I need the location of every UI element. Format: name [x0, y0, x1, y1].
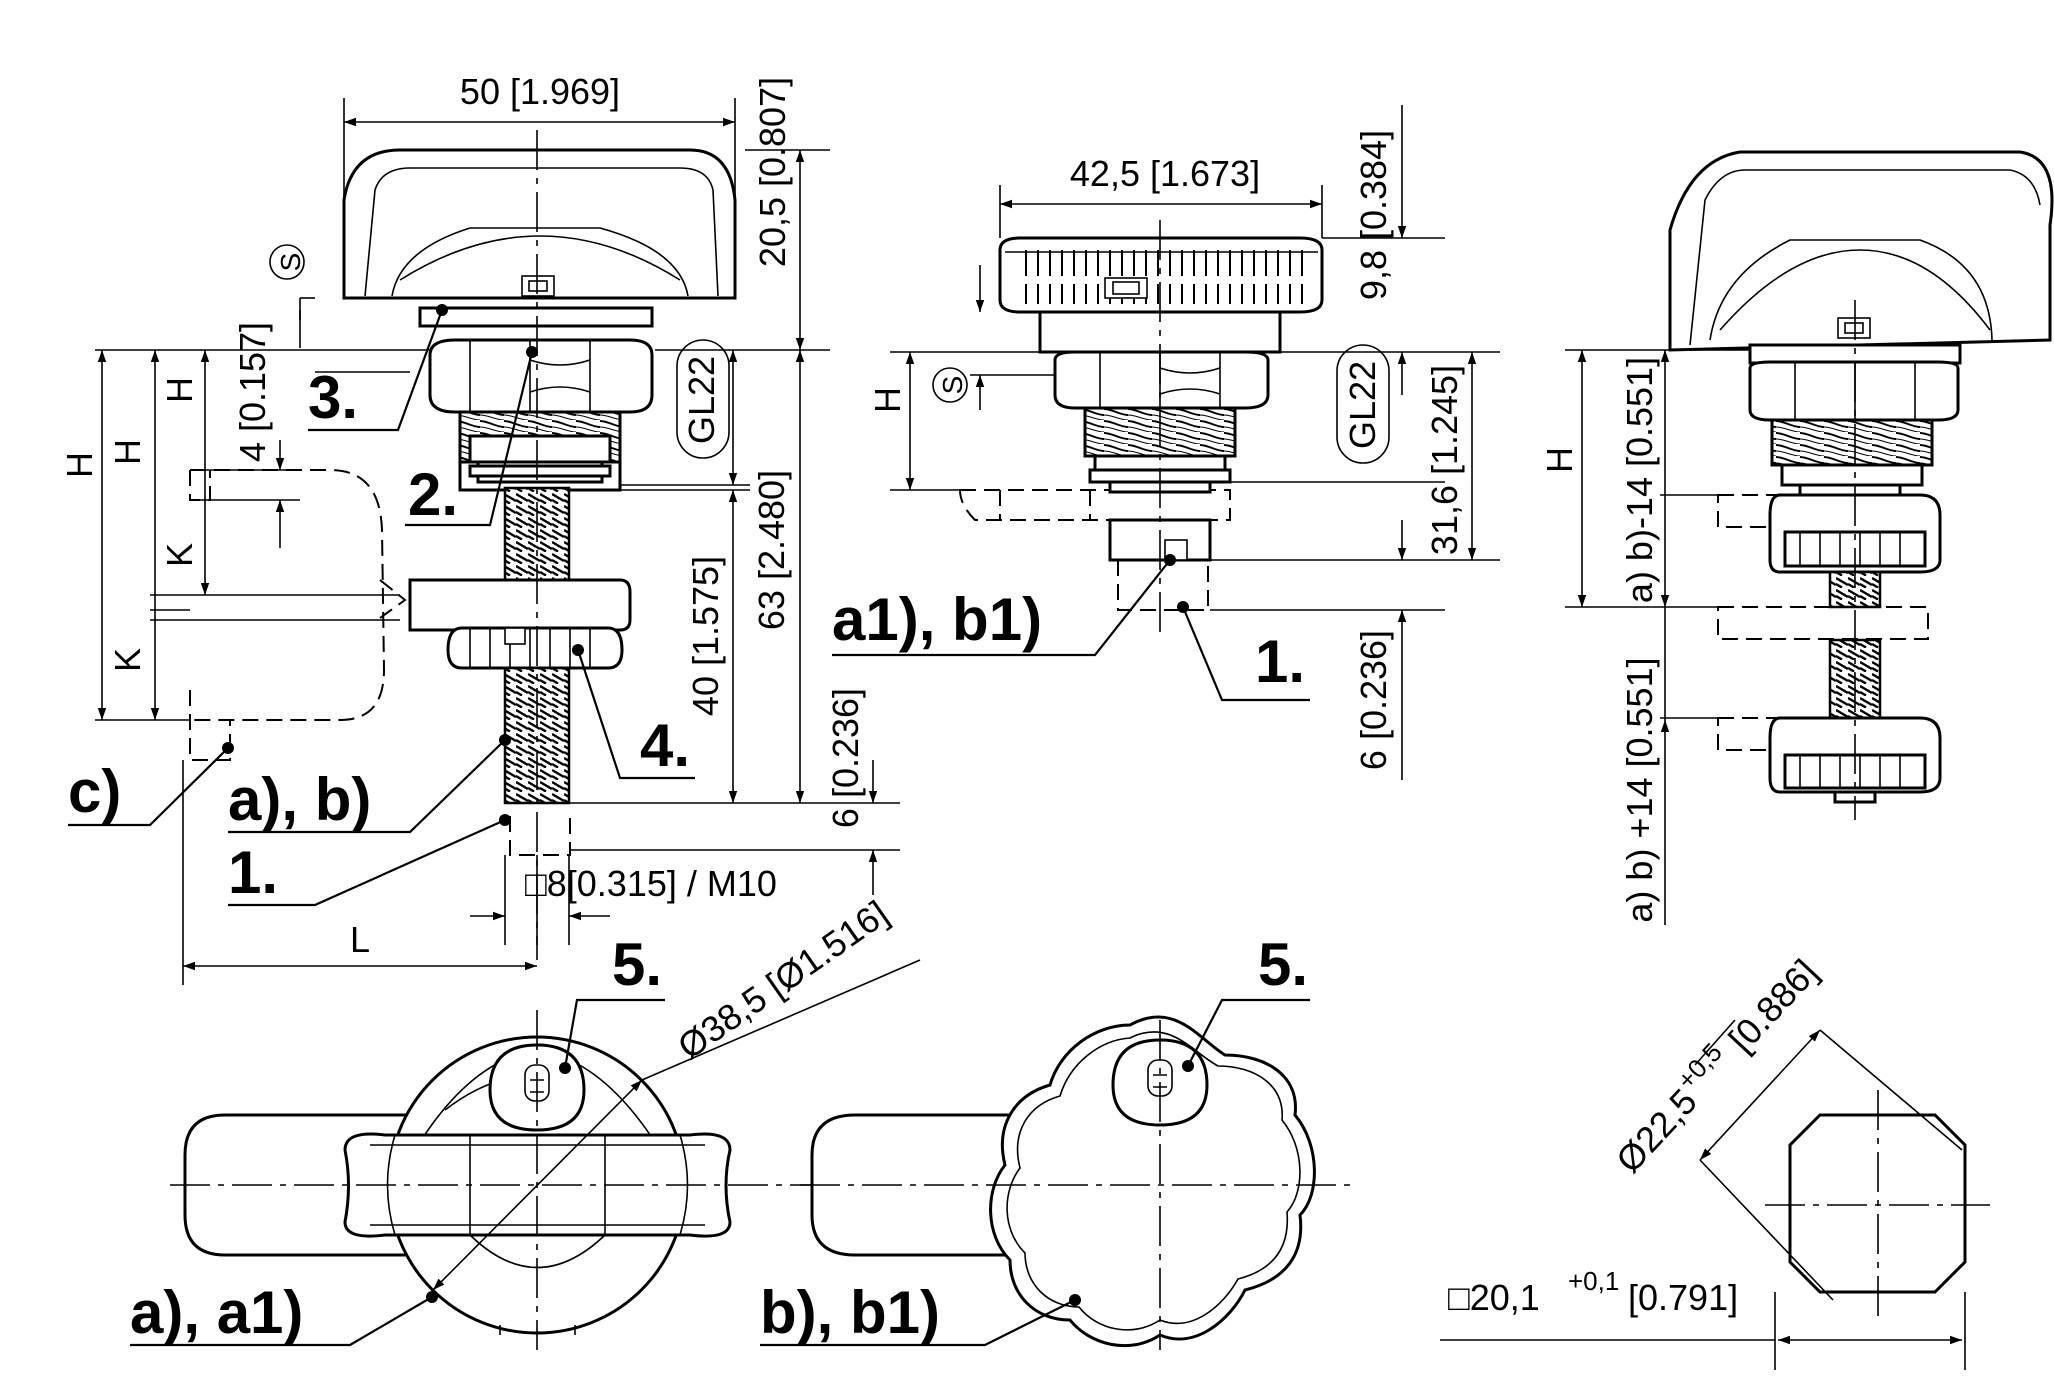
- side-view-wing-handle: [189, 130, 737, 960]
- dim-width-42-5: 42,5 [1.673]: [1070, 153, 1260, 194]
- dim-l: L: [350, 919, 370, 960]
- dim-thirty-one-6: 31,6 [1.245]: [1424, 365, 1465, 555]
- dim-h-middle-view: H: [867, 387, 908, 413]
- dim-square-20-1-in: [0.791]: [1628, 1277, 1738, 1318]
- dim-s-symbol-middle: S: [937, 376, 968, 395]
- dim-k-inner: K: [159, 543, 200, 567]
- dim-square-20-1-tol: +0,1: [1568, 1266, 1619, 1296]
- dim-gl22-middle: GL22: [1342, 361, 1383, 449]
- dim-diameter-22-5-in: [0.886]: [1720, 951, 1825, 1059]
- dim-six-middle: 6 [0.236]: [1353, 630, 1394, 770]
- top-view-star: [800, 1015, 1350, 1350]
- dim-sixty-three: 63 [2.480]: [751, 470, 792, 630]
- callout-two: 2.: [408, 461, 458, 528]
- callout-three: 3.: [308, 364, 358, 431]
- dim-square-m10: □8[0.315] / M10: [525, 863, 777, 904]
- callout-five-left: 5.: [612, 931, 662, 998]
- dim-four: 4 [0.157]: [232, 322, 273, 462]
- dim-diameter-38-5: Ø38,5 [Ø1.516]: [670, 892, 895, 1067]
- callout-four: 4.: [640, 712, 690, 779]
- dim-gl22-left: GL22: [681, 356, 722, 444]
- dim-six-left: 6 [0.236]: [825, 688, 866, 828]
- side-view-right: [1668, 150, 2054, 820]
- callout-one-left: 1.: [228, 839, 278, 906]
- dimensions-view-2: 42,5 [1.673] 9,8 [0.384] GL22 31,6 [1.24…: [867, 105, 1500, 780]
- dim-ab-plus-14: a) b) +14 [0.551]: [1619, 657, 1660, 922]
- dim-forty: 40 [1.575]: [685, 556, 726, 716]
- callouts-view-5: 5. b), b1): [760, 931, 1310, 1347]
- s-symbol-circle-middle: [932, 367, 968, 403]
- dim-ab-minus-14: a) b)-14 [0.551]: [1619, 357, 1660, 603]
- callout-a1-b1: a1), b1): [832, 586, 1042, 653]
- dim-h-middle: H: [107, 439, 148, 465]
- dim-height-9-8: 9,8 [0.384]: [1353, 130, 1394, 300]
- dim-width-50: 50 [1.969]: [460, 71, 620, 112]
- callout-five-right: 5.: [1258, 931, 1308, 998]
- callout-b-b1: b), b1): [760, 1279, 940, 1346]
- s-symbol-circle: [269, 244, 305, 280]
- dim-s-symbol: S: [275, 253, 306, 272]
- callouts-view-2: a1), b1) 1.: [832, 554, 1310, 702]
- dim-h-inner: H: [159, 377, 200, 403]
- dim-h-outer: H: [59, 452, 100, 478]
- callouts-view-1: 3. 2. 4. a), b) 1. c): [68, 304, 695, 907]
- dimensions-view-3: H a) b)-14 [0.551] a) b) +14 [0.551]: [1539, 349, 1750, 925]
- callout-a-b: a), b): [228, 766, 371, 833]
- callout-one-middle: 1.: [1255, 628, 1305, 695]
- dimensions-view-1: 50 [1.969] 20,5 [0.807] S H H H K K 4 [0…: [59, 71, 900, 985]
- dim-square-20-1-main: □20,1: [1448, 1277, 1540, 1318]
- dim-height-20-5: 20,5 [0.807]: [752, 77, 793, 267]
- callout-a-a1: a), a1): [130, 1279, 303, 1346]
- dim-k-outer: K: [107, 648, 148, 672]
- dim-h-right: H: [1539, 447, 1580, 473]
- gl22-badge-middle: [1336, 344, 1390, 464]
- callout-c: c): [68, 758, 121, 825]
- side-view-star-knob: [958, 220, 1324, 640]
- dim-diameter-22-5-main: Ø22,5: [1608, 1081, 1705, 1181]
- panel-cutout: Ø22,5 +0,5 [0.886] □20,1 +0,1 [0.791]: [1440, 951, 1990, 1370]
